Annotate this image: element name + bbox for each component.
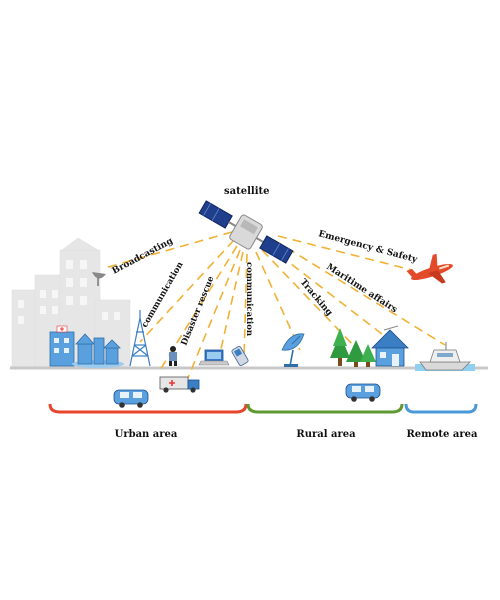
- satellite-icon: [198, 200, 294, 264]
- house-icon: [371, 325, 409, 367]
- tree-icon: [330, 328, 376, 367]
- disaster-rescue-label: Disaster rescue: [180, 274, 217, 347]
- laptop-icon: [198, 349, 230, 366]
- rural-bracket: [246, 403, 404, 414]
- urban-area-label: Urban area: [115, 429, 178, 440]
- car-icon: [113, 389, 149, 408]
- ambulance-truck-icon: [159, 376, 200, 393]
- communication-center-label: communication: [244, 262, 254, 336]
- town-icon: [72, 333, 124, 368]
- rural-area-label: Rural area: [296, 429, 356, 440]
- plane-icon: [406, 253, 453, 284]
- satellite-label: satellite: [224, 186, 269, 197]
- maritime-affairs-label: Maritime affairs: [324, 262, 398, 315]
- tower-icon: [129, 310, 151, 367]
- communication-left-label: communication: [140, 260, 186, 329]
- ground-dish-icon: [281, 333, 305, 367]
- dish-icon: [92, 272, 106, 286]
- rural-car-icon: [345, 383, 381, 402]
- hospital-icon: [49, 325, 75, 367]
- urban-bracket: [48, 403, 248, 414]
- remote-area-label: Remote area: [407, 429, 478, 440]
- emergency-safety-label: Emergency & Safety: [317, 229, 419, 265]
- skyline-windows: [18, 260, 120, 324]
- phone-icon: [231, 346, 249, 366]
- rescuer-icon: [169, 346, 177, 366]
- remote-bracket: [404, 403, 478, 414]
- boat-icon: [419, 342, 471, 371]
- broadcasting-label: Broadcasting: [111, 236, 176, 277]
